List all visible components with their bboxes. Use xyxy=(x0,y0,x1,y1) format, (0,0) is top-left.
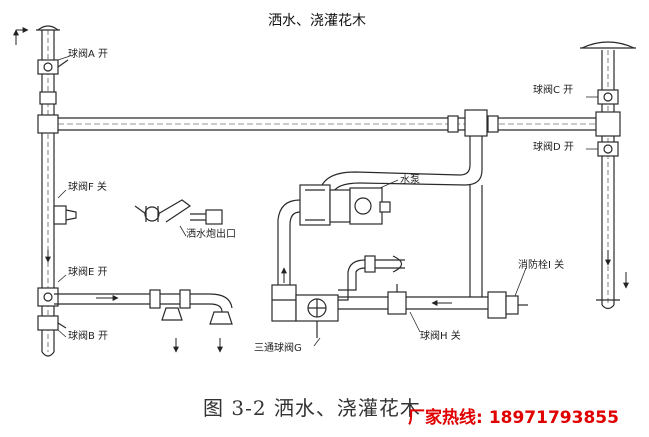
hotline-number: 18971793855 xyxy=(488,408,619,428)
label-valve-b: 球阀B 开 xyxy=(68,331,109,342)
spray-branch-pipe xyxy=(54,289,233,325)
valve-f xyxy=(53,205,77,225)
label-three-way-valve: 三通球阀G xyxy=(254,343,302,354)
label-hydrant: 消防栓I 关 xyxy=(518,260,565,271)
bypass-pipe xyxy=(338,255,405,301)
label-cannon-outlet: 洒水炮出口 xyxy=(186,229,236,240)
valve-a xyxy=(37,59,69,75)
label-valve-d: 球阀D 开 xyxy=(533,142,574,153)
label-pump: 水泵 xyxy=(400,175,420,186)
right-vertical-pipe xyxy=(580,41,636,310)
hydrant-pipe xyxy=(469,185,528,319)
three-way-valve-g xyxy=(295,294,339,338)
valve-d xyxy=(597,141,619,157)
water-pump xyxy=(299,184,391,226)
diagram-title: 洒水、浇灌花木 xyxy=(268,13,366,29)
top-main-pipe xyxy=(58,109,608,137)
figure-caption: 图 3-2 洒水、浇灌花木 xyxy=(203,396,421,420)
pump-suction-pipe xyxy=(319,136,483,196)
valve-c xyxy=(597,89,619,105)
label-valve-c: 球阀C 开 xyxy=(533,85,574,96)
bottom-pipe xyxy=(338,284,500,315)
hotline: 厂家热线:18971793855 xyxy=(408,403,619,428)
flange-left-1 xyxy=(39,91,57,105)
tee-right xyxy=(595,111,621,137)
hotline-label: 厂家热线: xyxy=(408,408,483,428)
water-cannon xyxy=(134,199,223,225)
label-valve-f: 球阀F 关 xyxy=(68,182,107,193)
valve-e xyxy=(37,287,59,307)
label-valve-e: 球阀E 开 xyxy=(68,267,108,278)
label-valve-a: 球阀A 开 xyxy=(68,49,109,60)
tee-left-top xyxy=(37,114,59,134)
label-valve-h: 球阀H 关 xyxy=(420,331,461,342)
valve-b xyxy=(37,315,67,331)
